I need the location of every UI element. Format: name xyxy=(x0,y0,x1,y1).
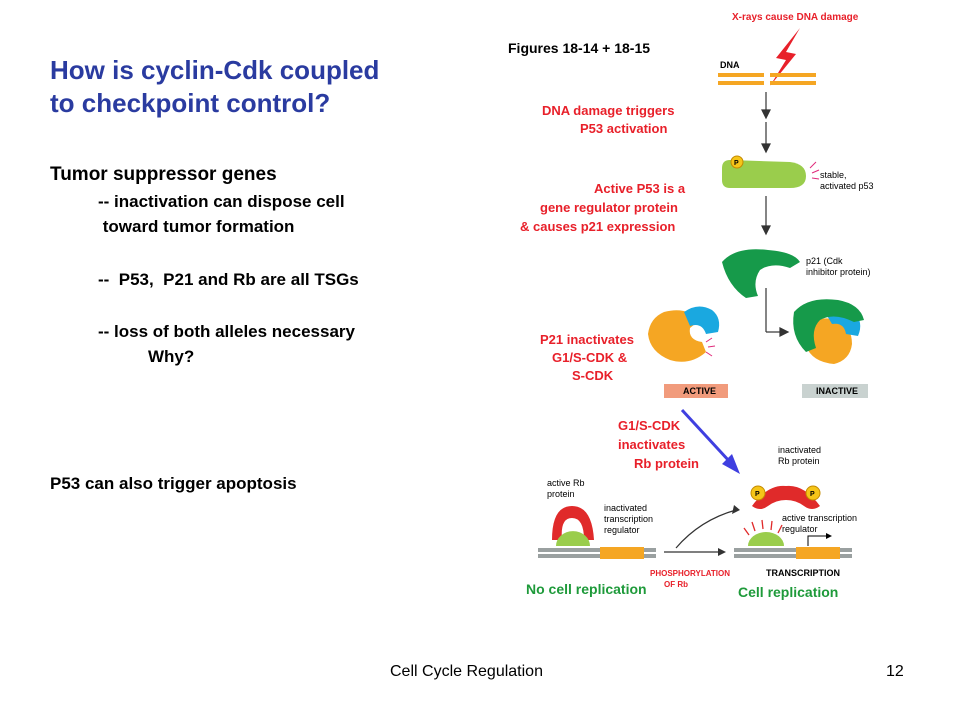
title-line-2: to checkpoint control? xyxy=(50,88,331,118)
stable-label-1: stable, xyxy=(820,170,847,180)
g1s-line-2: inactivates xyxy=(618,437,685,452)
phosphorylation-label-2: OF Rb xyxy=(664,580,688,589)
inactivated-rb-label-2: Rb protein xyxy=(778,456,820,466)
body-line-2: toward tumor formation xyxy=(98,217,295,236)
active-rb-label-1: active Rb xyxy=(547,478,585,488)
activated-p53-protein: P xyxy=(722,155,820,188)
footer-title: Cell Cycle Regulation xyxy=(390,663,543,680)
active-p53-line-1: Active P53 is a xyxy=(594,181,686,196)
p21-inactivates-line-1: P21 inactivates xyxy=(540,332,634,347)
body-line-1: -- inactivation can dispose cell xyxy=(98,192,345,211)
p-marker-rb-left: P xyxy=(755,491,760,498)
page-number: 12 xyxy=(886,663,904,680)
blue-arrow-icon xyxy=(680,408,740,474)
active-box-label: ACTIVE xyxy=(683,386,716,396)
p21-protein-icon xyxy=(722,249,800,298)
broken-dna-icon xyxy=(718,73,816,85)
body-line-5: Why? xyxy=(148,347,195,366)
dna-left xyxy=(538,547,656,559)
dna-right xyxy=(734,533,852,559)
p-marker-p53: P xyxy=(734,160,739,167)
p21-label-1: p21 (Cdk xyxy=(806,256,843,266)
active-rb-label-2: protein xyxy=(547,489,575,499)
inactivated-rb-protein: P P xyxy=(750,485,821,509)
body-line-4: -- loss of both alleles necessary xyxy=(98,322,355,341)
active-box xyxy=(664,384,728,398)
inactivated-tr-label-2: transcription xyxy=(604,514,653,524)
g1s-line-1: G1/S-CDK xyxy=(618,418,681,433)
dna-label: DNA xyxy=(720,60,740,70)
lightning-bolt-icon xyxy=(770,28,800,86)
active-p53-line-2: gene regulator protein xyxy=(540,200,678,215)
active-rb-complex xyxy=(552,506,594,546)
p21-inactivates-line-3: S-CDK xyxy=(572,368,614,383)
active-tr-label-2: regulator xyxy=(782,524,818,534)
transcription-label: TRANSCRIPTION xyxy=(766,568,840,578)
phosphorylation-arrow xyxy=(664,505,740,556)
no-replication-label: No cell replication xyxy=(526,581,647,597)
p21-inactivates-line-2: G1/S-CDK & xyxy=(552,350,627,365)
active-cdk-complex xyxy=(648,306,720,362)
inactive-box xyxy=(802,384,868,398)
inactive-box-label: INACTIVE xyxy=(816,386,858,396)
replication-label: Cell replication xyxy=(738,584,838,600)
active-transcription-regulator xyxy=(743,519,784,546)
g1s-line-3: Rb protein xyxy=(634,456,699,471)
figures-reference: Figures 18-14 + 18-15 xyxy=(508,40,651,56)
p53-activation-line-1: DNA damage triggers xyxy=(542,103,674,118)
slide-title: How is cyclin-Cdk coupled to checkpoint … xyxy=(50,54,470,120)
flow-arrows xyxy=(761,92,790,337)
active-tr-label-1: active transcription xyxy=(782,513,857,523)
inactivated-tr-label-3: regulator xyxy=(604,525,640,535)
p21-label-2: inhibitor protein) xyxy=(806,267,871,277)
p-marker-rb-right: P xyxy=(810,491,815,498)
inactivated-rb-label-1: inactivated xyxy=(778,445,821,455)
phosphorylation-label-1: PHOSPHORYLATION xyxy=(650,569,730,578)
title-line-1: How is cyclin-Cdk coupled xyxy=(50,55,380,85)
inactivated-tr-label-1: inactivated xyxy=(604,503,647,513)
active-p53-line-3: & causes p21 expression xyxy=(520,219,675,234)
xray-label: X-rays cause DNA damage xyxy=(732,12,859,23)
body-line-3: -- P53, P21 and Rb are all TSGs xyxy=(98,270,359,289)
tumor-suppressor-heading: Tumor suppressor genes xyxy=(50,164,277,185)
p53-activation-line-2: P53 activation xyxy=(580,121,667,136)
stable-label-2: activated p53 xyxy=(820,181,874,191)
apoptosis-line: P53 can also trigger apoptosis xyxy=(50,474,297,493)
inactive-cdk-complex xyxy=(793,299,864,364)
